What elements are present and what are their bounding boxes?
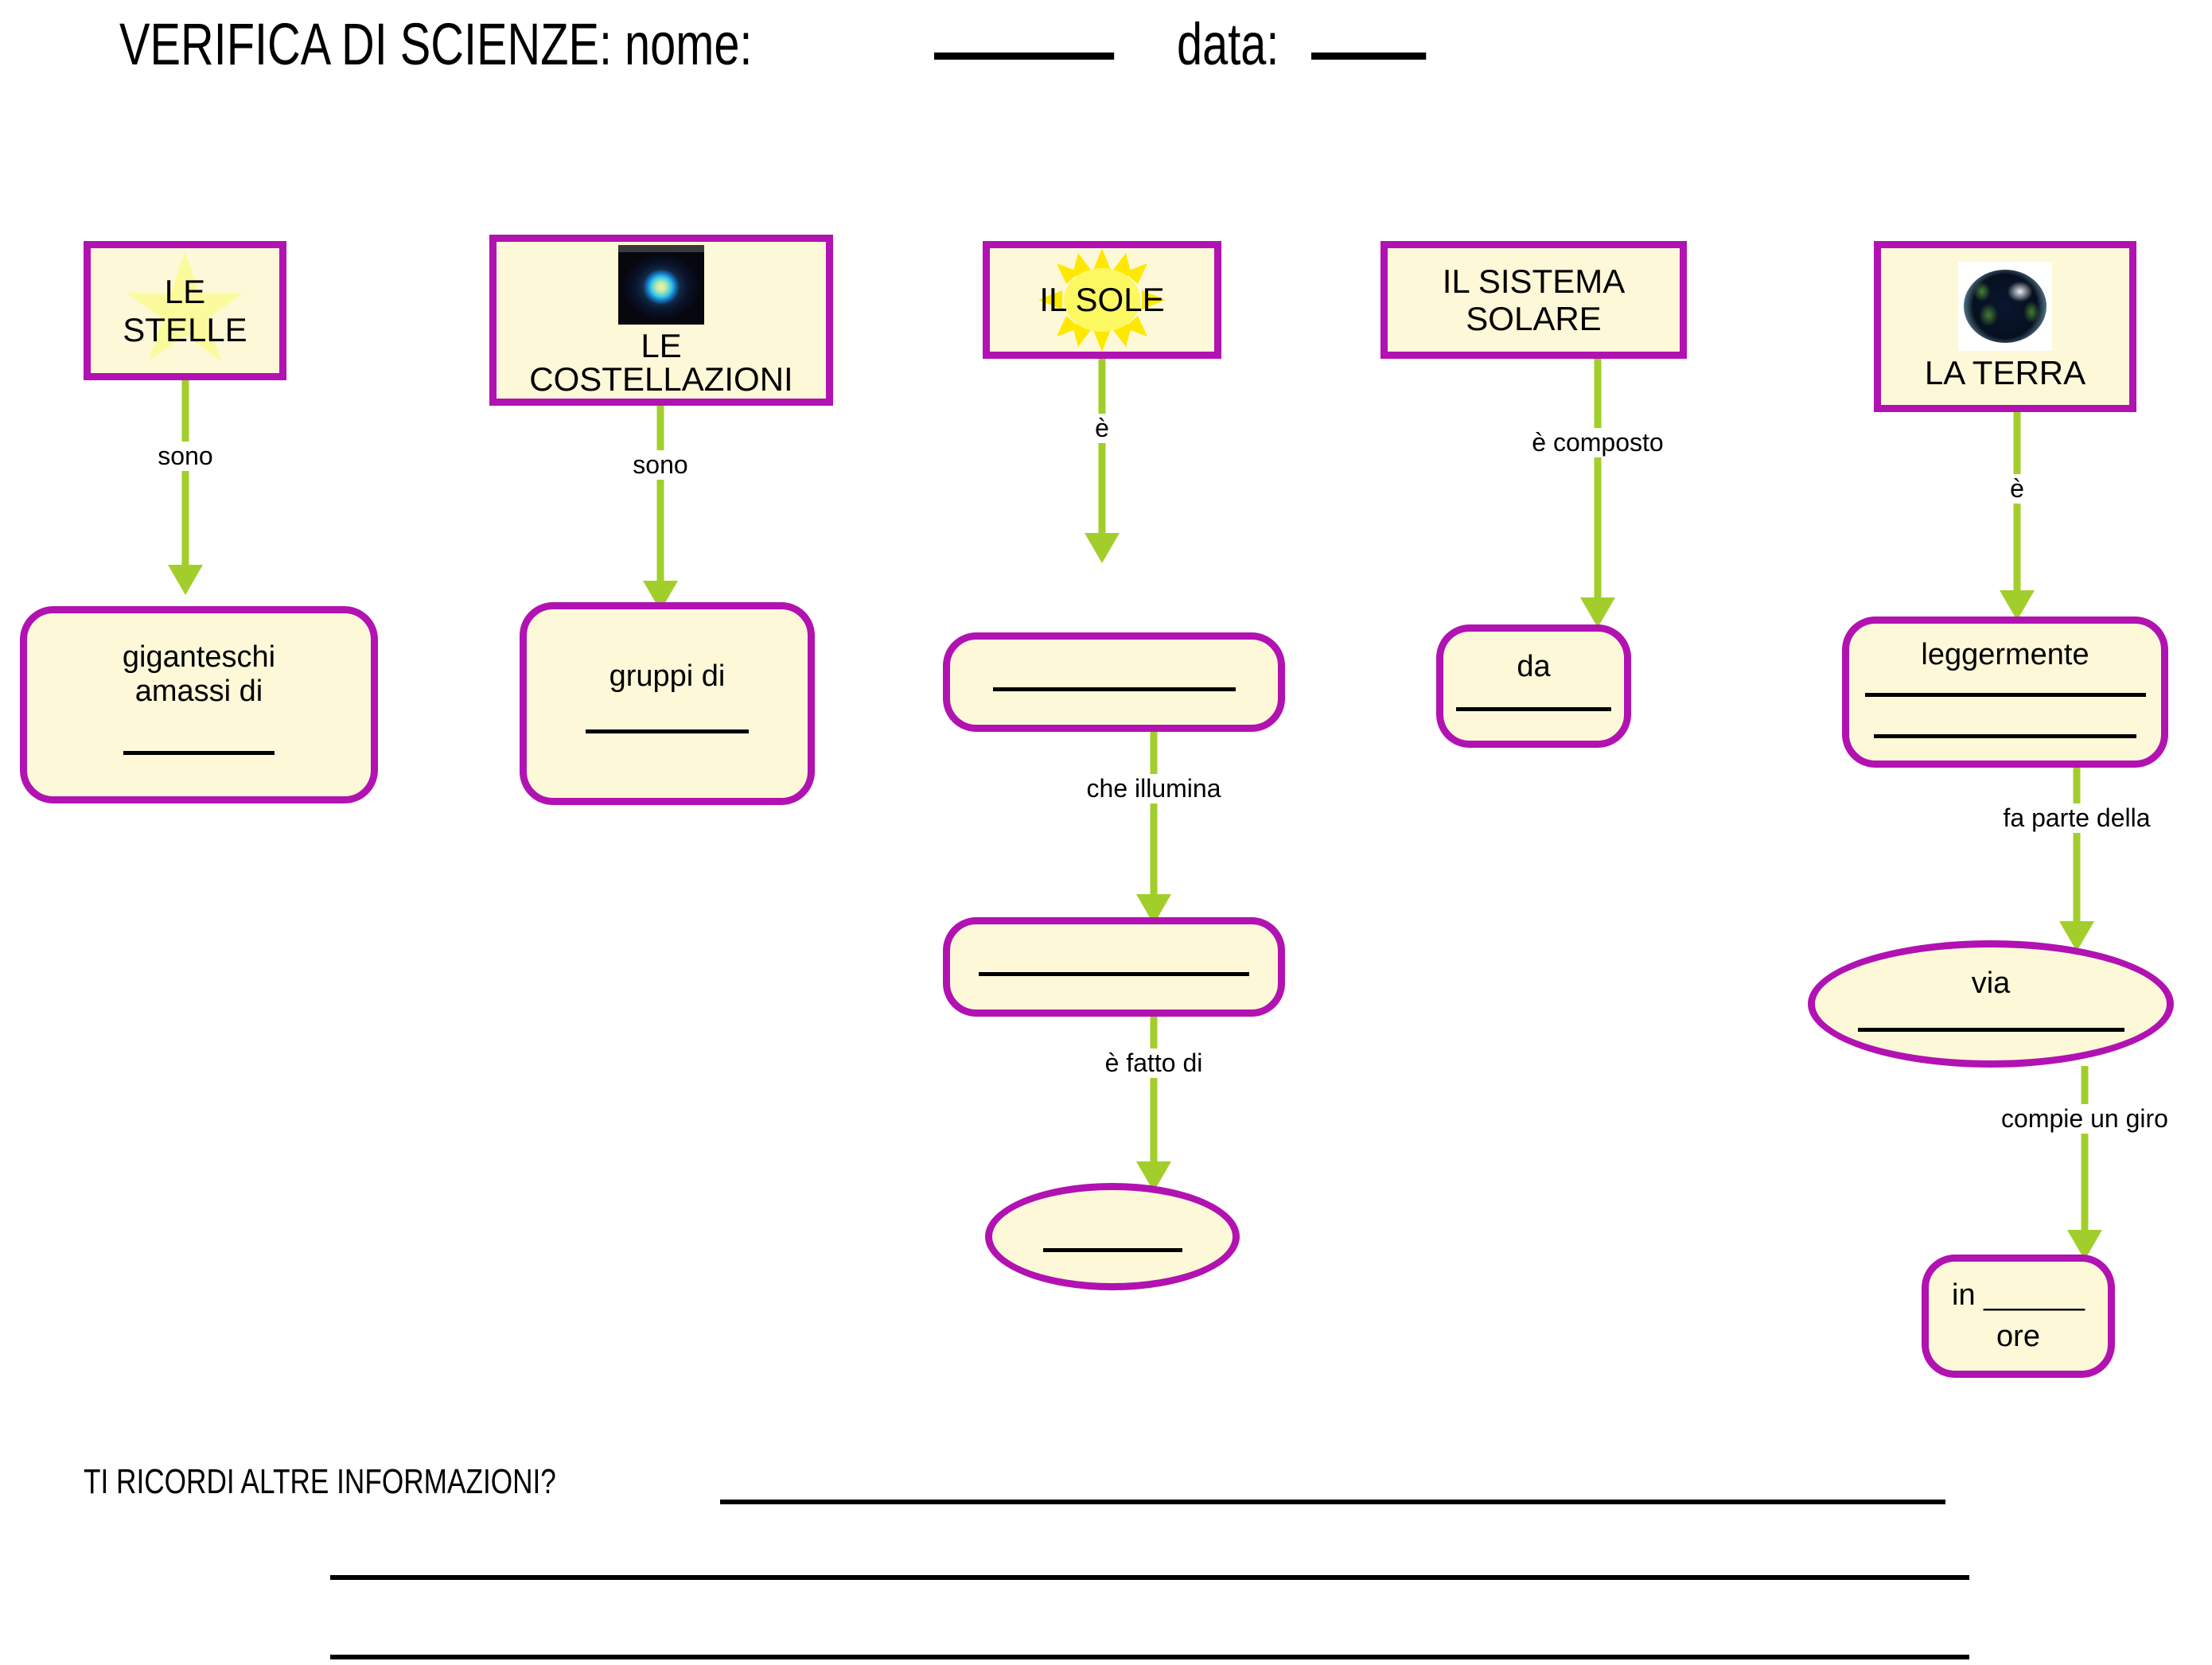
connector-e-composto: è composto — [1494, 356, 1701, 631]
connector-label-sono: sono — [153, 442, 218, 471]
footer-answer-line-3[interactable] — [330, 1655, 1969, 1659]
node-via[interactable]: via — [1808, 940, 2174, 1068]
answer-blank-costellazioni[interactable] — [586, 729, 749, 734]
connector-compie-un-giro: compie un giro — [1973, 1066, 2196, 1260]
node-le-costellazioni-label: LE COSTELLAZIONI — [529, 326, 793, 398]
answer-blank-sole-1[interactable] — [992, 687, 1236, 691]
node-leggermente[interactable]: leggermente — [1842, 617, 2168, 768]
connector-label-compie-un-giro: compie un giro — [1996, 1104, 2173, 1134]
node-gruppi-di-label: gruppi di — [609, 659, 726, 693]
star-cluster-icon — [618, 244, 704, 325]
node-da-label: da — [1517, 649, 1551, 683]
connector-label-che-illumina: che illumina — [1081, 774, 1226, 803]
connector-e-fatto-di: è fatto di — [1058, 1015, 1249, 1192]
connector-label-terra-e: è — [2005, 474, 2029, 504]
node-giganteschi-amassi-label: giganteschi amassi di — [122, 640, 276, 708]
name-blank-line[interactable] — [934, 53, 1115, 60]
node-sole-blank-2[interactable] — [943, 917, 1285, 1017]
connector-terra-e: è — [1973, 410, 2061, 625]
node-il-sole-label: IL SOLE — [1039, 281, 1165, 319]
node-in-ore[interactable]: in ______ ore — [1922, 1255, 2115, 1378]
node-sole-blank-1[interactable] — [943, 632, 1285, 732]
page-title-text: VERIFICA DI SCIENZE: nome: — [119, 11, 753, 77]
connector-fa-parte-della: fa parte della — [1973, 765, 2180, 951]
node-gruppi-di[interactable]: gruppi di — [520, 602, 815, 805]
node-la-terra-label: LA TERRA — [1924, 353, 2086, 391]
answer-blank-sole-2[interactable] — [979, 972, 1249, 976]
footer-question: TI RICORDI ALTRE INFORMAZIONI? — [84, 1462, 556, 1501]
earth-icon — [1958, 261, 2052, 351]
connector-label-fa-parte-della: fa parte della — [1998, 803, 2156, 833]
connector-costellazioni-sono: sono — [617, 404, 704, 611]
connector-label-e: è — [1090, 414, 1114, 443]
node-leggermente-label: leggermente — [1921, 638, 2089, 672]
node-il-sistema-solare[interactable]: IL SISTEMA SOLARE — [1381, 241, 1687, 359]
node-in-ore-label: in ______ ore — [1952, 1278, 2085, 1353]
connector-label-sono-2: sono — [628, 450, 693, 480]
node-il-sole[interactable]: IL SOLE — [983, 241, 1221, 359]
connector-stelle-sono: sono — [142, 378, 229, 597]
answer-blank-terra-2[interactable] — [1874, 733, 2136, 738]
answer-blank-sistema[interactable] — [1456, 707, 1611, 712]
sun-icon — [1038, 248, 1166, 352]
node-via-label: via — [1971, 966, 2011, 1000]
date-blank-line[interactable] — [1310, 53, 1427, 60]
answer-blank-stelle[interactable] — [123, 751, 275, 756]
node-le-stelle[interactable]: LE STELLE — [84, 241, 286, 380]
footer-answer-line-2[interactable] — [330, 1575, 1969, 1580]
footer-answer-line-1[interactable] — [720, 1500, 1945, 1504]
connector-che-illumina: che illumina — [1058, 730, 1249, 924]
date-label: data: — [1176, 11, 1279, 77]
answer-blank-sole-3[interactable] — [1042, 1248, 1182, 1252]
connector-sole-e: è — [1058, 356, 1146, 563]
node-sole-blank-3[interactable] — [985, 1183, 1240, 1290]
node-giganteschi-amassi[interactable]: giganteschi amassi di — [20, 606, 378, 803]
node-la-terra[interactable]: LA TERRA — [1874, 241, 2136, 412]
answer-blank-terra-1[interactable] — [1864, 692, 2146, 697]
node-il-sistema-solare-label: IL SISTEMA SOLARE — [1442, 262, 1626, 337]
page-title: VERIFICA DI SCIENZE: nome: data: — [119, 5, 2029, 92]
node-le-costellazioni[interactable]: LE COSTELLAZIONI — [489, 235, 833, 406]
connector-label-e-composto: è composto — [1527, 428, 1669, 457]
node-le-stelle-label: LE STELLE — [123, 273, 247, 348]
connector-label-e-fatto-di: è fatto di — [1100, 1048, 1208, 1078]
node-da[interactable]: da — [1436, 624, 1631, 748]
answer-blank-via[interactable] — [1857, 1028, 2124, 1033]
